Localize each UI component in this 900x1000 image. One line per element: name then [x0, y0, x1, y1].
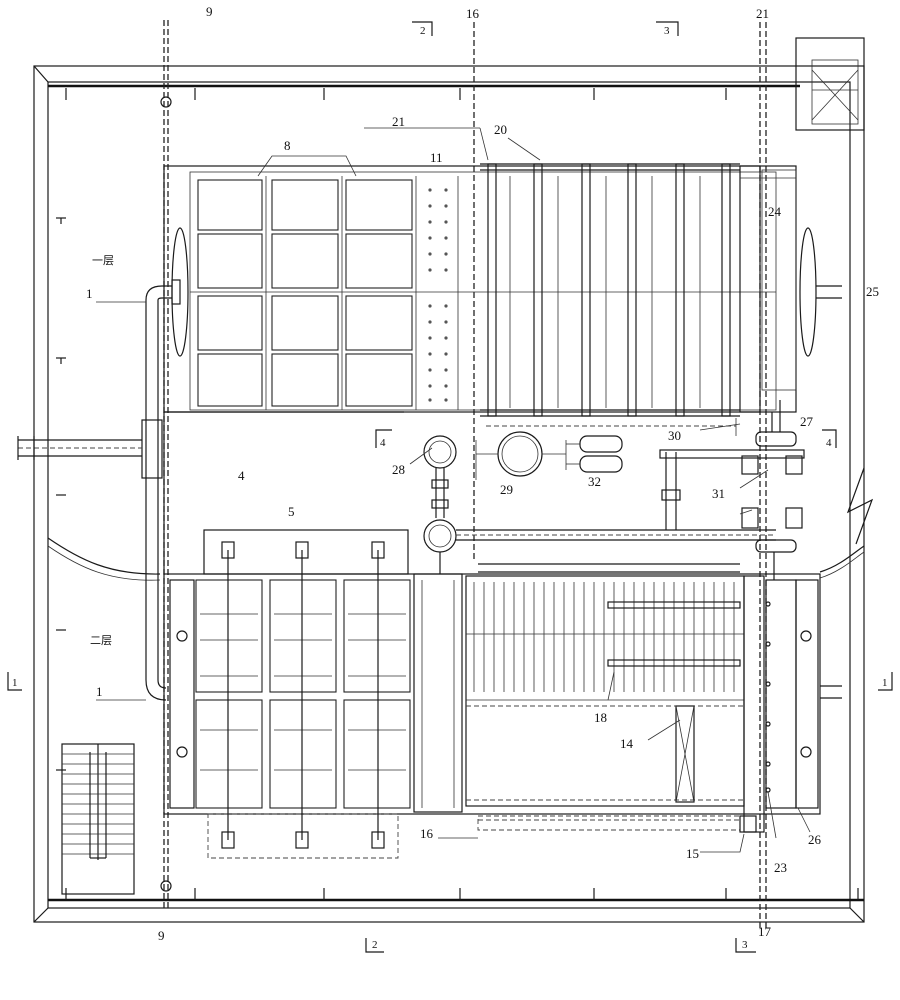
section-label-2-bottom: 2 [372, 939, 378, 951]
label-part-32: 32 [588, 474, 601, 489]
section-label-1-left: 1 [12, 677, 18, 689]
label-part-29: 29 [500, 482, 513, 497]
section-label-3-top: 3 [664, 25, 670, 37]
label-part-21-right: 21 [756, 6, 769, 21]
tube-settler-lines [473, 582, 735, 692]
label-part-14: 14 [620, 736, 634, 751]
perforations [428, 188, 448, 402]
break-line [47, 467, 874, 581]
staircase [61, 743, 135, 895]
label-part-27: 27 [800, 414, 814, 429]
corner-box [795, 37, 865, 131]
label-part-26: 26 [808, 832, 822, 847]
label-part-23: 23 [774, 860, 787, 875]
label-part-1b: 1 [96, 684, 103, 699]
floor-label-upper: 一层 [92, 254, 114, 267]
lower-tank [163, 529, 842, 859]
middle-equipment [163, 400, 805, 580]
line-17 [759, 22, 767, 930]
label-part-17: 17 [758, 924, 772, 939]
section-label-4-right: 4 [826, 437, 832, 449]
label-part-9-bottom: 9 [158, 928, 165, 943]
inlet-pipe [17, 227, 842, 701]
label-part-8: 8 [284, 138, 291, 153]
part-labels: 1 1 4 5 8 9 9 11 14 15 16 16 17 18 20 21… [86, 4, 879, 943]
label-part-28: 28 [392, 462, 405, 477]
label-part-25: 25 [866, 284, 879, 299]
label-part-31: 31 [712, 486, 725, 501]
section-label-4-left: 4 [380, 437, 386, 449]
label-part-15: 15 [686, 846, 699, 861]
leader-lines [96, 127, 811, 853]
label-part-11: 11 [430, 150, 443, 165]
label-part-24: 24 [768, 204, 782, 219]
floor-label-lower: 二层 [90, 634, 112, 647]
label-part-18: 18 [594, 710, 607, 725]
floor-labels: 一层 二层 [90, 254, 114, 647]
building-outline [33, 65, 865, 923]
upper-tank [163, 163, 797, 417]
section-labels: 1 1 2 2 3 3 4 4 [12, 25, 888, 951]
plate-columns [487, 163, 731, 417]
label-part-9-top: 9 [206, 4, 213, 19]
label-part-1a: 1 [86, 286, 93, 301]
label-part-30: 30 [668, 428, 681, 443]
label-part-21-left: 21 [392, 114, 405, 129]
section-marks [7, 21, 893, 953]
label-part-4: 4 [238, 468, 245, 483]
wall-ticks [56, 88, 859, 900]
label-part-16-bottom: 16 [420, 826, 434, 841]
section-label-3-bottom: 3 [742, 939, 748, 951]
label-part-5: 5 [288, 504, 295, 519]
section-label-1-right: 1 [882, 677, 888, 689]
section-label-2-top: 2 [420, 25, 426, 37]
label-part-16-top: 16 [466, 6, 480, 21]
label-part-20: 20 [494, 122, 507, 137]
